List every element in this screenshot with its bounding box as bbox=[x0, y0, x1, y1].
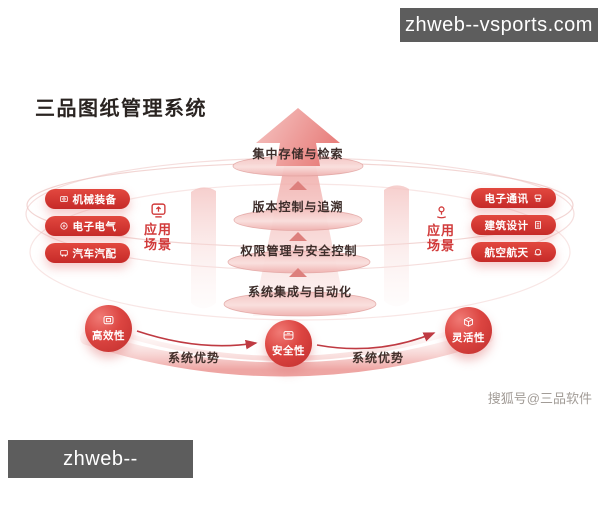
watermark-bottom: zhweb--vsports.com bbox=[8, 440, 193, 508]
scene-label-line2: 场景 bbox=[426, 238, 455, 253]
system-advantage-label: 系统优势 bbox=[167, 351, 220, 365]
pyramid-level-storage: 集中存储与检索 bbox=[252, 147, 344, 161]
cylinder-band-right bbox=[384, 185, 409, 307]
security-icon bbox=[283, 330, 294, 340]
scene-pill-aerospace[interactable]: 航空航天 bbox=[471, 242, 556, 262]
flow-arrow bbox=[316, 332, 436, 350]
aerospace-icon bbox=[533, 248, 542, 256]
pyramid-level-integration: 系统集成与自动化 bbox=[247, 285, 352, 299]
electronics-icon bbox=[59, 222, 68, 230]
scene-pill-mechanical[interactable]: 机械装备 bbox=[45, 189, 130, 209]
up-arrow-icon bbox=[289, 268, 307, 277]
scene-pill-label: 航空航天 bbox=[484, 246, 529, 259]
up-arrow-icon bbox=[289, 181, 307, 190]
advantage-label: 灵活性 bbox=[452, 332, 485, 344]
flexibility-icon bbox=[463, 317, 474, 327]
system-advantage-label: 系统优势 bbox=[351, 351, 404, 365]
cylinder-band-left bbox=[191, 187, 216, 309]
scene-label-line2: 场景 bbox=[143, 237, 172, 252]
efficiency-icon bbox=[103, 315, 114, 325]
scene-pill-label: 电子电气 bbox=[72, 220, 117, 233]
big-up-arrow bbox=[256, 108, 340, 166]
scene-pill-label: 汽车汽配 bbox=[72, 247, 117, 260]
mechanical-icon bbox=[59, 196, 68, 202]
advantage-circle-efficiency[interactable]: 高效性 bbox=[85, 305, 132, 352]
map-pin-icon bbox=[436, 206, 446, 219]
sohu-credit: 搜狐号@三品软件 bbox=[487, 391, 592, 406]
pyramid-level-version: 版本控制与追溯 bbox=[252, 200, 344, 214]
flow-arrow bbox=[136, 330, 258, 350]
watermark-top: zhweb--vsports.com bbox=[400, 8, 598, 42]
advantage-label: 高效性 bbox=[92, 330, 125, 342]
architecture-icon bbox=[534, 221, 541, 229]
advantage-circle-flexibility[interactable]: 灵活性 bbox=[445, 307, 492, 354]
automotive-icon bbox=[59, 250, 68, 257]
bottom-swoosh bbox=[80, 329, 494, 377]
pyramid-disc bbox=[233, 209, 363, 231]
page-title: 三品图纸管理系统 bbox=[35, 98, 207, 120]
scene-pill-telecom[interactable]: 电子通讯 bbox=[471, 188, 556, 208]
scene-pill-label: 电子通讯 bbox=[484, 192, 529, 205]
scene-pill-electronics[interactable]: 电子电气 bbox=[45, 216, 130, 236]
scene-pill-label: 机械装备 bbox=[72, 193, 117, 206]
upload-icon bbox=[150, 203, 166, 218]
pyramid-level-permission: 权限管理与安全控制 bbox=[240, 244, 358, 258]
advantage-label: 安全性 bbox=[272, 345, 305, 357]
pyramid-illustration bbox=[25, 108, 575, 377]
scene-pill-architecture[interactable]: 建筑设计 bbox=[471, 215, 556, 235]
up-arrow-icon bbox=[289, 232, 307, 241]
scene-pill-label: 建筑设计 bbox=[484, 219, 529, 232]
telecom-icon bbox=[534, 194, 541, 202]
scene-label-line1: 应用 bbox=[143, 222, 172, 237]
scene-label-line1: 应用 bbox=[426, 223, 455, 238]
application-scenarios-left: 应用 场景 bbox=[139, 202, 177, 252]
pyramid-disc bbox=[223, 291, 377, 317]
scene-pill-automotive[interactable]: 汽车汽配 bbox=[45, 243, 130, 263]
advantage-circle-security[interactable]: 安全性 bbox=[265, 320, 312, 367]
application-scenarios-right: 应用 场景 bbox=[422, 203, 460, 253]
